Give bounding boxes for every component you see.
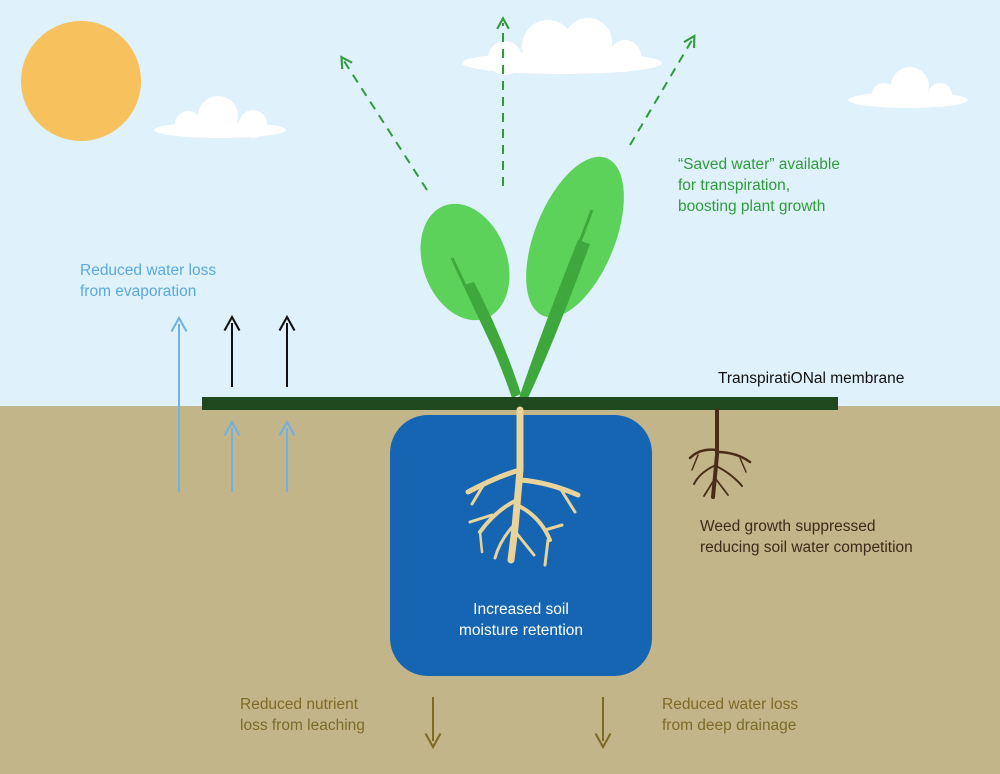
saved-water-label: “Saved water” available for transpiratio… xyxy=(678,156,840,215)
transpiration-arrow-right xyxy=(629,34,696,146)
sun-icon xyxy=(21,21,141,141)
root-icon xyxy=(465,406,581,567)
cloud-icon xyxy=(154,96,286,138)
plant-icon xyxy=(420,156,624,398)
membrane-label: TranspiratiONal membrane xyxy=(718,370,905,387)
drainage-label: Reduced water loss from deep drainage xyxy=(662,696,799,734)
moisture-box xyxy=(390,415,652,676)
weed-label: Weed growth suppressed reducing soil wat… xyxy=(700,518,913,556)
transpirational-membrane xyxy=(202,397,838,410)
cloud-icon xyxy=(848,67,968,108)
moisture-label: Increased soil moisture retention xyxy=(458,601,584,639)
weed-root-icon xyxy=(688,408,752,499)
leaching-label: Reduced nutrient loss from leaching xyxy=(240,696,365,734)
evaporation-label: Reduced water loss from evaporation xyxy=(80,262,217,300)
cloud-icon xyxy=(462,18,662,75)
